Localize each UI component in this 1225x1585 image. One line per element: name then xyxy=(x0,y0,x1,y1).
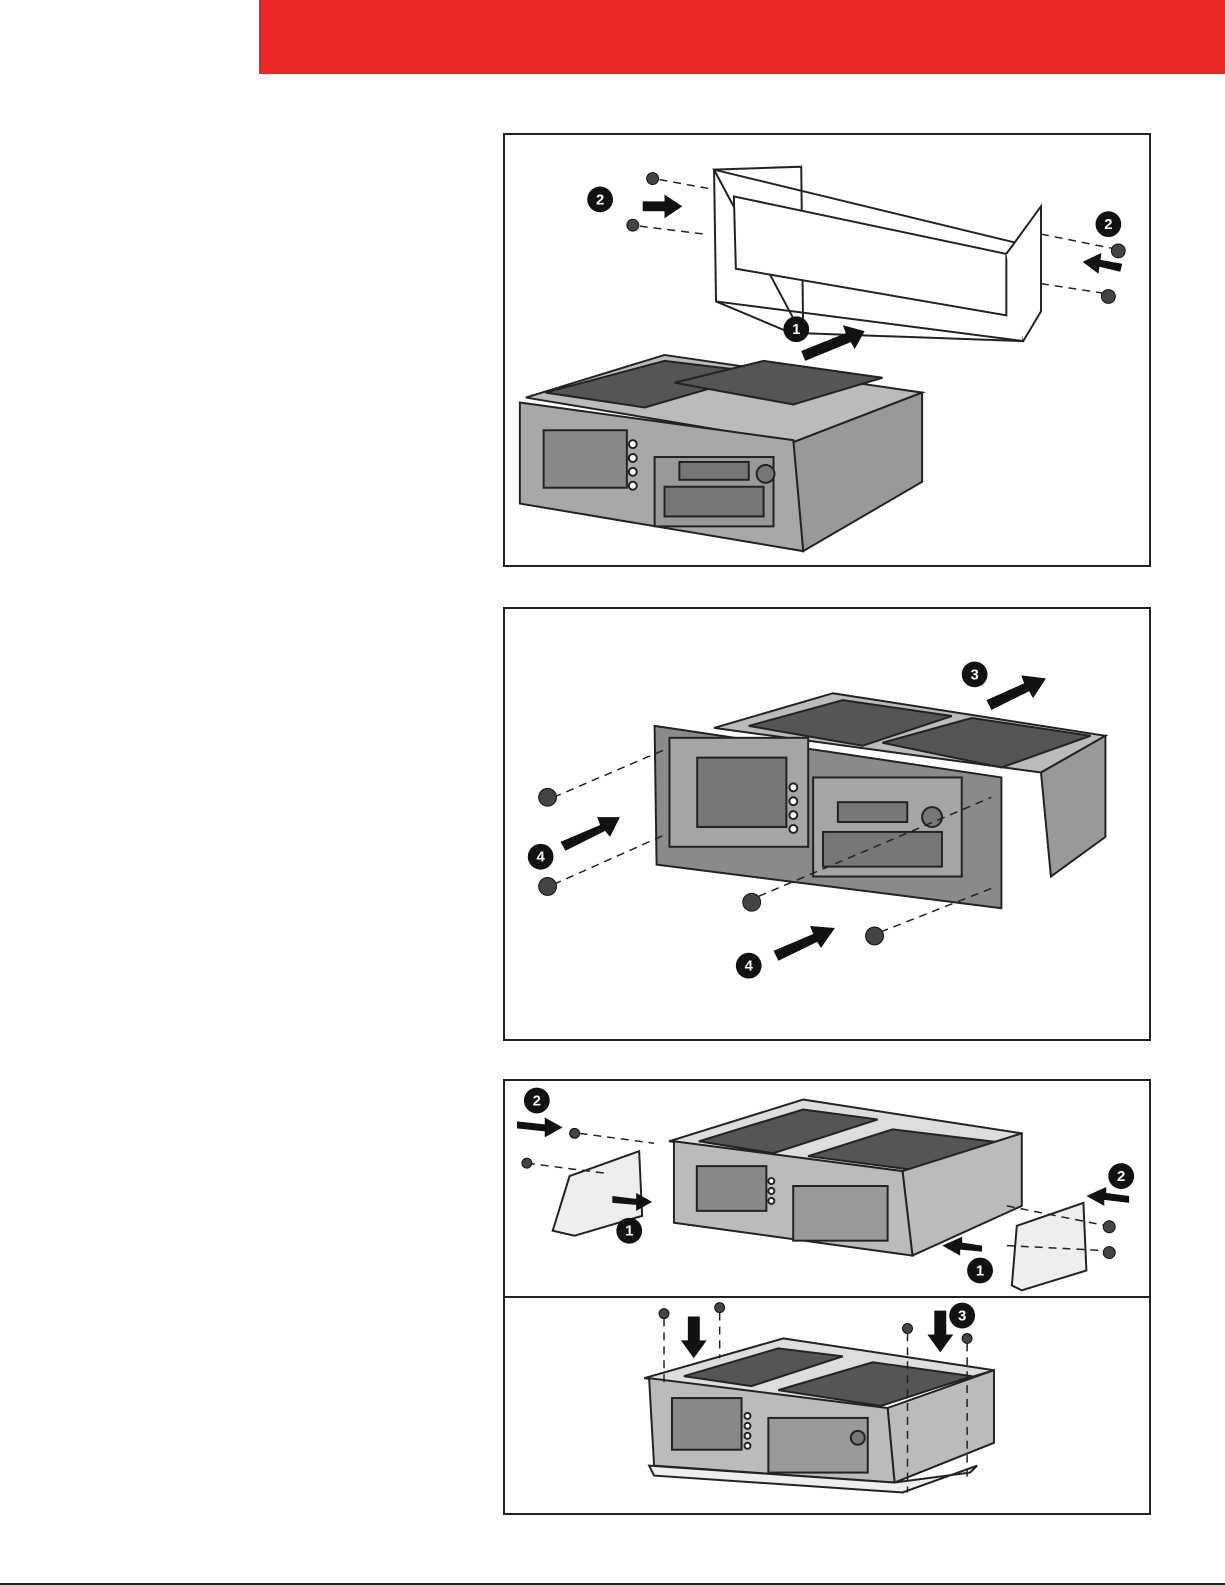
svg-text:1: 1 xyxy=(976,1263,984,1279)
svg-text:2: 2 xyxy=(1117,1169,1125,1185)
svg-text:4: 4 xyxy=(745,959,754,975)
svg-text:4: 4 xyxy=(537,850,546,866)
step-marker: 2 xyxy=(524,1088,550,1114)
figure-side-bracket-install: 2 2 1 1 xyxy=(503,1079,1151,1515)
step-marker: 2 xyxy=(1096,211,1122,237)
svg-text:1: 1 xyxy=(792,322,800,338)
step-marker: 3 xyxy=(962,662,988,688)
panel-bottom: 3 xyxy=(505,1298,1149,1515)
step-marker: 2 xyxy=(1108,1163,1134,1189)
step-marker: 2 xyxy=(587,187,613,213)
figure-panel-screw-install: 3 4 4 xyxy=(503,607,1151,1041)
svg-text:2: 2 xyxy=(596,192,604,208)
svg-text:2: 2 xyxy=(533,1094,541,1110)
screw-icon xyxy=(659,1303,972,1344)
device-unit xyxy=(655,693,1106,908)
figure-bracket-install: 2 2 1 xyxy=(503,133,1151,567)
device-unit xyxy=(644,1338,994,1492)
svg-text:1: 1 xyxy=(625,1224,633,1240)
step-marker: 3 xyxy=(949,1303,975,1329)
svg-text:2: 2 xyxy=(1104,217,1112,233)
step-marker: 1 xyxy=(783,316,809,342)
svg-text:3: 3 xyxy=(958,1309,966,1325)
step-marker: 4 xyxy=(528,844,554,870)
step-marker: 1 xyxy=(616,1218,642,1244)
mounting-frame xyxy=(714,167,1041,341)
svg-text:3: 3 xyxy=(970,667,978,683)
device-unit xyxy=(520,355,922,551)
illustration-panel-screw-install: 3 4 4 xyxy=(505,609,1149,1039)
illustration-side-bracket-bottom: 3 xyxy=(505,1298,1149,1515)
step-marker: 1 xyxy=(967,1258,993,1284)
device-unit xyxy=(669,1100,1022,1256)
header-band xyxy=(259,0,1225,74)
panel-top: 2 2 1 1 xyxy=(505,1081,1149,1296)
illustration-bracket-install: 2 2 1 xyxy=(505,135,1149,565)
step-marker: 4 xyxy=(736,953,762,979)
illustration-side-bracket-top: 2 2 1 1 xyxy=(505,1081,1149,1296)
